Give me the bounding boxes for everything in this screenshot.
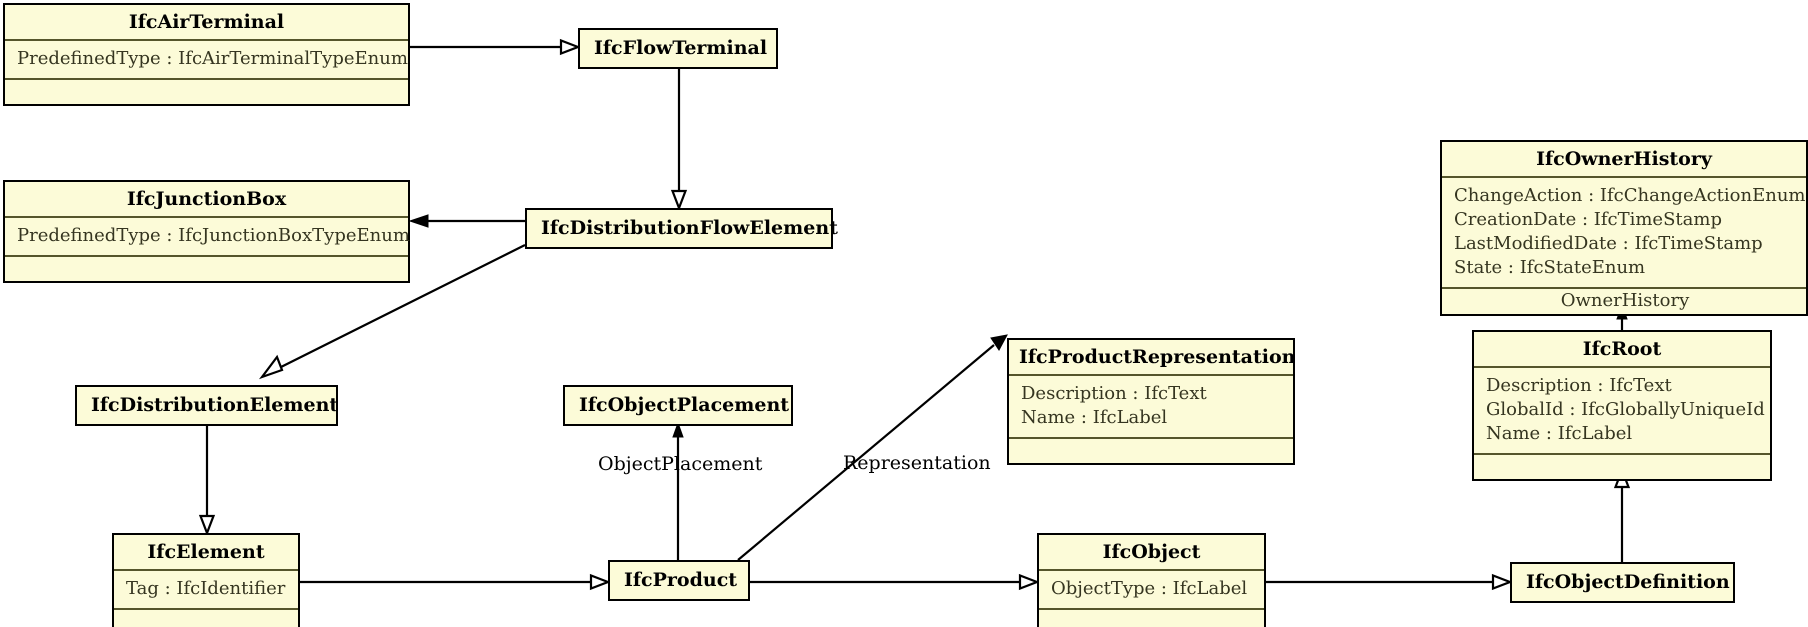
class-name-ifcproductrepresentation: IfcProductRepresentation — [1019, 346, 1296, 368]
class-operations-ifcproductrepresentation — [1009, 437, 1293, 463]
attribute-row: GlobalId : IfcGloballyUniqueId — [1486, 399, 1765, 421]
edge-label-representation: Representation — [843, 452, 991, 474]
edge-distributionflowelement-to-junctionbox — [408, 214, 525, 228]
edge-flowterminal-to-distributionflowelement — [670, 65, 688, 212]
class-box-ifcjunctionbox[interactable]: IfcJunctionBox PredefinedType : IfcJunct… — [3, 180, 410, 284]
class-box-ifcobject[interactable]: IfcObject ObjectType : IfcLabel — [1037, 533, 1266, 627]
attribute-row: ObjectType : IfcLabel — [1051, 578, 1248, 599]
attribute-row: Name : IfcLabel — [1021, 407, 1168, 429]
class-name-ifcflowterminal: IfcFlowTerminal — [594, 37, 768, 59]
edge-product-to-objectplacement — [672, 421, 684, 560]
class-attributes-ifcobject: ObjectType : IfcLabel — [1039, 569, 1264, 608]
class-box-ifcobjectplacement[interactable]: IfcObjectPlacement — [563, 385, 793, 426]
class-operations-ifcairterminal — [5, 78, 408, 104]
class-box-ifcproductrepresentation[interactable]: IfcProductRepresentation Description : I… — [1007, 338, 1296, 466]
edge-product-to-object — [750, 573, 1041, 591]
class-operations-ifcobject — [1039, 608, 1264, 627]
class-operations-ifcelement — [114, 608, 298, 627]
class-operations-ifcroot — [1474, 453, 1770, 479]
class-attributes-ifcproductrepresentation: Description : IfcText Name : IfcLabel — [1009, 374, 1293, 437]
class-attributes-ifcelement: Tag : IfcIdentifier — [114, 569, 298, 608]
class-box-ifcownerhistory[interactable]: IfcOwnerHistory ChangeAction : IfcChange… — [1440, 140, 1808, 317]
attribute-row: PredefinedType : IfcAirTerminalTypeEnum — [17, 48, 408, 69]
edge-airterminal-to-flowterminal — [410, 38, 582, 56]
class-name-ifcelement: IfcElement — [147, 541, 265, 563]
edge-product-to-productrepresentation — [737, 334, 1008, 561]
class-name-ifcobjectplacement: IfcObjectPlacement — [579, 394, 790, 416]
class-name-ifcdistributionelement: IfcDistributionElement — [91, 394, 339, 416]
class-box-ifcdistributionflowelement[interactable]: IfcDistributionFlowElement — [525, 208, 838, 249]
attribute-row: Description : IfcText — [1486, 375, 1672, 396]
class-attributes-ifcownerhistory: ChangeAction : IfcChangeActionEnum Creat… — [1442, 176, 1806, 287]
attribute-row: Description : IfcText — [1021, 383, 1207, 404]
class-box-ifcproduct[interactable]: IfcProduct — [608, 560, 750, 601]
attribute-row: State : IfcStateEnum — [1454, 257, 1646, 279]
class-box-ifcelement[interactable]: IfcElement Tag : IfcIdentifier — [112, 533, 300, 627]
class-name-ifcjunctionbox: IfcJunctionBox — [126, 188, 287, 210]
edge-element-to-product — [300, 573, 612, 591]
class-box-ifcflowterminal[interactable]: IfcFlowTerminal — [578, 28, 778, 69]
class-box-ifcobjectdefinition[interactable]: IfcObjectDefinition — [1510, 562, 1735, 603]
class-box-ifcairterminal[interactable]: IfcAirTerminal PredefinedType : IfcAirTe… — [3, 3, 410, 107]
attribute-row: ChangeAction : IfcChangeActionEnum — [1454, 185, 1806, 206]
attribute-row: CreationDate : IfcTimeStamp — [1454, 209, 1722, 231]
edge-objectdefinition-to-root — [1613, 466, 1631, 562]
class-name-ifcproduct: IfcProduct — [624, 569, 738, 591]
class-box-ifcroot[interactable]: IfcRoot Description : IfcText GlobalId :… — [1472, 330, 1772, 482]
edge-label-object-placement: ObjectPlacement — [598, 453, 763, 475]
class-name-ifcobject: IfcObject — [1102, 541, 1201, 563]
attribute-row: Name : IfcLabel — [1486, 423, 1633, 445]
attribute-row: Tag : IfcIdentifier — [126, 578, 286, 599]
attribute-row: LastModifiedDate : IfcTimeStamp — [1454, 233, 1763, 255]
class-box-ifcdistributionelement[interactable]: IfcDistributionElement — [75, 385, 338, 426]
edge-distributionelement-to-element — [198, 423, 216, 537]
class-name-ifcdistributionflowelement: IfcDistributionFlowElement — [541, 217, 838, 239]
class-operations-ifcownerhistory: OwnerHistory — [1442, 287, 1806, 314]
attribute-row: PredefinedType : IfcJunctionBoxTypeEnum — [17, 225, 410, 246]
class-name-ifcairterminal: IfcAirTerminal — [128, 11, 285, 33]
class-attributes-ifcairterminal: PredefinedType : IfcAirTerminalTypeEnum — [5, 39, 408, 78]
class-operations-ifcjunctionbox — [5, 255, 408, 281]
class-name-ifcroot: IfcRoot — [1582, 338, 1662, 360]
class-attributes-ifcroot: Description : IfcText GlobalId : IfcGlob… — [1474, 366, 1770, 453]
class-name-ifcobjectdefinition: IfcObjectDefinition — [1526, 571, 1730, 593]
edge-object-to-objectdefinition — [1266, 573, 1514, 591]
class-attributes-ifcjunctionbox: PredefinedType : IfcJunctionBoxTypeEnum — [5, 216, 410, 255]
class-name-ifcownerhistory: IfcOwnerHistory — [1536, 148, 1712, 170]
